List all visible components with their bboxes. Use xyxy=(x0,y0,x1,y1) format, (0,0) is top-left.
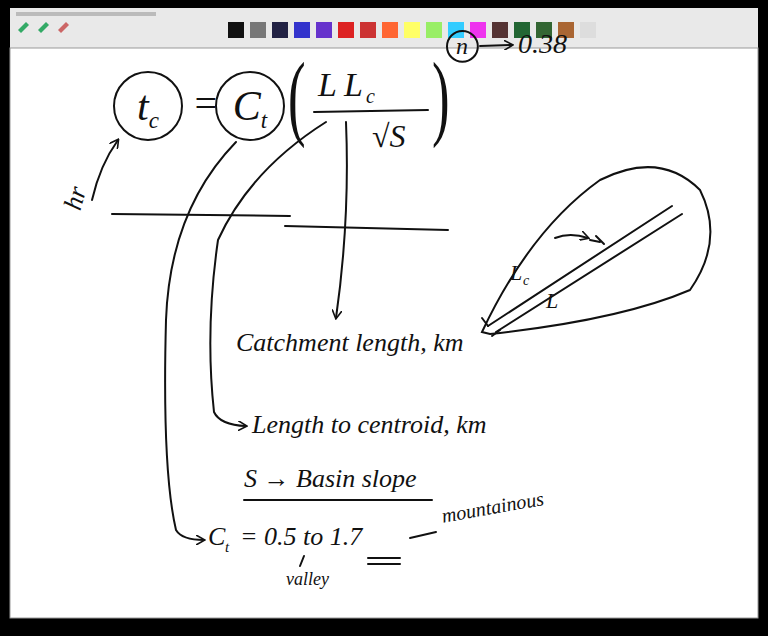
arrow-line xyxy=(480,45,512,46)
symbol: t xyxy=(137,85,149,127)
dimension-label: L xyxy=(546,290,558,312)
symbol-text: tc xyxy=(137,85,159,127)
leader-arrow xyxy=(210,122,326,426)
circled-exponent: n xyxy=(445,29,480,64)
circle-stroke xyxy=(114,72,182,140)
definition-note: Catchment length, km xyxy=(236,330,463,356)
main-stream-line xyxy=(488,206,672,326)
exponent-value: 0.38 xyxy=(518,30,567,58)
fraction-bar xyxy=(314,110,428,112)
leader-arrow xyxy=(165,142,236,540)
subscript: t xyxy=(261,109,267,132)
root-term: √S xyxy=(372,120,406,152)
leader-arrow xyxy=(336,122,347,318)
value-range: = 0.5 to 1.7 xyxy=(240,524,362,550)
circled-symbol: Ct xyxy=(214,70,286,142)
symbol-text: Ct xyxy=(233,85,267,127)
main-stream-line xyxy=(496,214,682,332)
underline xyxy=(368,558,400,564)
toolbar xyxy=(10,8,758,48)
leader-line xyxy=(300,556,304,566)
circle-stroke xyxy=(216,72,284,140)
catchment-outline xyxy=(482,167,710,334)
dash xyxy=(410,532,436,538)
equals-sign: = xyxy=(192,84,219,124)
parenthesis: ) xyxy=(432,48,450,144)
variable: L xyxy=(318,68,337,102)
subscript: t xyxy=(225,540,229,555)
arrow-line xyxy=(555,235,588,238)
variable: L xyxy=(344,68,363,102)
circled-symbol: tc xyxy=(112,70,184,142)
symbol-text: n xyxy=(456,34,468,58)
canvas xyxy=(10,48,758,618)
arrow-line xyxy=(92,140,118,200)
symbol: C xyxy=(233,85,261,127)
range-note: valley xyxy=(286,570,329,588)
parenthesis: ( xyxy=(288,48,306,144)
centroid-mark xyxy=(590,236,604,244)
toolbar-icons xyxy=(16,12,596,38)
dimension-label: L xyxy=(510,262,522,284)
variable: C xyxy=(208,524,225,550)
definition-note: S → Basin slope xyxy=(244,466,417,492)
circle-stroke xyxy=(447,31,478,62)
outlet-mark xyxy=(482,318,500,336)
underline xyxy=(244,499,432,501)
subscript: c xyxy=(366,86,375,106)
definition-note: Length to centroid, km xyxy=(252,412,486,438)
subscript: c xyxy=(149,109,159,132)
handwriting-strokes xyxy=(92,45,710,566)
equation-underline xyxy=(112,214,448,230)
symbol: n xyxy=(456,34,468,58)
subscript: c xyxy=(523,274,529,288)
